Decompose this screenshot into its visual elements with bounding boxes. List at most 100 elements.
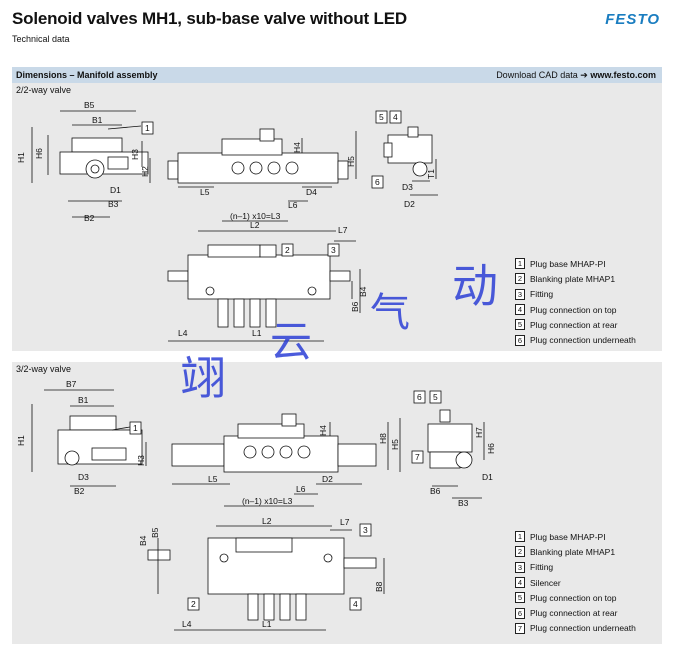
dim-b6: B6 [430,486,441,496]
legend-number: 3 [515,561,525,573]
legend-item: 6 Plug connection underneath [515,332,636,347]
cad-prefix: Download CAD data [496,70,578,80]
callout-7: 7 [415,452,420,462]
dim-b3: B3 [108,199,119,209]
dim-h6: H6 [486,443,496,454]
arrow-right-icon: ➔ [580,70,588,80]
dim-l6: L6 [288,200,298,210]
dim-l7: L7 [338,225,348,235]
side-view-right-labels: 5 4 6 D3 D2 T1 [371,110,436,209]
panel-2-2-way-valve: 2/2-way valve B5 B1 H1 H6 H3 H2 D1 [12,83,662,351]
dim-h3: H3 [130,149,140,160]
legend-number: 4 [515,304,525,316]
dim-l5: L5 [200,187,210,197]
dim-d3: D3 [402,182,413,192]
legend-text: Plug base MHAP-PI [530,258,606,269]
legend-text: Silencer [530,577,561,588]
side-view-left-labels: B5 B1 H1 H6 H3 H2 D1 B3 B2 1 [16,100,154,223]
side-view-left [31,389,147,487]
dim-l7: L7 [340,517,350,527]
front-view-top-labels: L5 D2 L6 (n–1) x10=L3 H4 H8 H5 [208,425,400,506]
dim-h6: H6 [34,148,44,159]
legend-item: 4 Silencer [515,575,636,590]
dim-h7: H7 [474,427,484,438]
side-view-left-labels: B7 B1 H1 H3 D3 B2 1 [16,379,146,496]
legend-number: 2 [515,546,525,558]
legend-number: 5 [515,592,525,604]
dim-n-formula: (n–1) x10=L3 [230,211,281,221]
legend-text: Plug connection underneath [530,335,636,346]
callout-2: 2 [285,245,290,255]
dim-t1: T1 [426,169,436,179]
plan-view-labels: L2 L7 L4 L1 B4 B6 2 3 [178,220,368,338]
dim-b4: B4 [138,535,148,546]
dim-b5: B5 [150,527,160,538]
dim-h2: H2 [140,166,150,177]
front-view-top [167,128,357,222]
legend-text: Fitting [530,289,554,300]
cad-link[interactable]: www.festo.com [590,70,656,80]
drawing-2-2-way: B5 B1 H1 H6 H3 H2 D1 B3 B2 1 [16,100,438,342]
panel-label: 3/2-way valve [16,364,72,374]
dim-d4: D4 [306,187,317,197]
plan-view [147,525,385,631]
dim-l1: L1 [252,328,262,338]
section-title: Dimensions – Manifold assembly [16,70,158,80]
dim-b2: B2 [74,486,85,496]
dim-l5: L5 [208,474,218,484]
page-subtitle: Technical data [12,34,70,44]
panel-label: 2/2-way valve [16,85,72,95]
side-view-left [31,110,151,218]
legend-number: 4 [515,577,525,589]
dim-h4: H4 [318,425,328,436]
legend-item: 2 Blanking plate MHAP1 [515,544,636,559]
dim-l4: L4 [178,328,188,338]
dim-l6: L6 [296,484,306,494]
watermark-char: 翊 [180,351,226,405]
dim-b5: B5 [84,100,95,110]
callout-1: 1 [133,423,138,433]
dim-b7: B7 [66,379,77,389]
dim-h1: H1 [16,152,26,163]
legend-number: 1 [515,258,525,270]
legend-number: 7 [515,622,525,634]
callout-4: 4 [393,112,398,122]
dim-d3: D3 [78,472,89,482]
legend-text: Plug connection on top [530,592,617,603]
dim-h1: H1 [16,435,26,446]
legend-number: 5 [515,319,525,331]
side-view-right [383,126,438,196]
legend-number: 2 [515,273,525,285]
legend-item: 5 Plug connection on top [515,590,636,605]
dim-b1: B1 [78,395,89,405]
cad-download: Download CAD data ➔ www.festo.com [496,67,656,83]
festo-logo: FESTO [605,11,660,28]
dim-b3: B3 [458,498,469,508]
legend-text: Plug connection at rear [530,608,618,619]
legend-text: Plug connection on top [530,304,617,315]
watermark-char: 云 [270,317,313,366]
legend-number: 6 [515,334,525,346]
callout-2: 2 [191,599,196,609]
front-view-top [171,413,401,507]
watermark-char: 动 [452,259,498,313]
legend-text: Plug base MHAP-PI [530,531,606,542]
legend-text: Blanking plate MHAP1 [530,546,616,557]
callout-6: 6 [375,177,380,187]
plan-view [167,230,361,342]
dim-d1: D1 [482,472,493,482]
panel-3-2-way-valve: 3/2-way valve B7 B1 H1 H3 D3 B2 1 [12,362,662,644]
dim-b6: B6 [350,301,360,312]
dim-h5: H5 [390,439,400,450]
page-title: Solenoid valves MH1, sub-base valve with… [12,9,407,28]
dim-h4: H4 [292,142,302,153]
dim-d2: D2 [404,199,415,209]
dim-n-formula: (n–1) x10=L3 [242,496,293,506]
callout-3: 3 [331,245,336,255]
dim-h8: H8 [378,433,388,444]
